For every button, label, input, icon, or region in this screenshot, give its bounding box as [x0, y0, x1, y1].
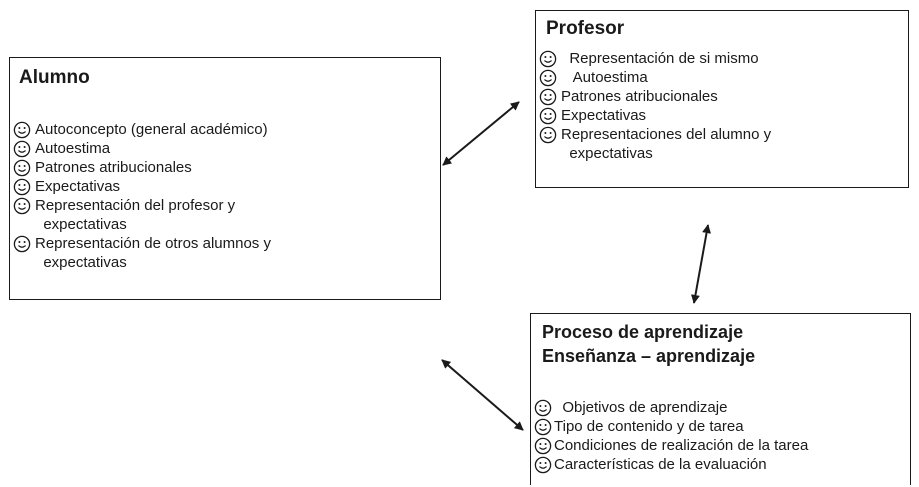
- item-text: Características de la evaluación: [554, 456, 767, 473]
- list-item: Representación del profesor y expectativ…: [13, 196, 271, 234]
- item-text: Representación del profesor y: [35, 197, 236, 214]
- list-item: Representaciones del alumno y expectativ…: [539, 125, 771, 163]
- list-item: Representación de si mismo: [539, 49, 771, 68]
- item-text: Objetivos de aprendizaje: [554, 399, 728, 416]
- alumno-title: Alumno: [19, 67, 90, 88]
- item-text: expectativas: [35, 216, 127, 233]
- list-item: Patrones atribucionales: [539, 87, 771, 106]
- smiley-icon: [13, 197, 31, 215]
- list-item: Características de la evaluación: [534, 455, 808, 474]
- item-text: Representación de si mismo: [561, 50, 759, 67]
- item-text: Autoestima: [35, 140, 111, 157]
- profesor-box: Profesor Representación de si mismo Auto…: [535, 10, 909, 188]
- smiley-icon: [13, 235, 31, 253]
- item-text: Autoconcepto (general académico): [35, 121, 268, 138]
- item-text: Representaciones del alumno y: [561, 126, 772, 143]
- list-item: Autoestima: [539, 68, 771, 87]
- smiley-icon: [534, 418, 552, 436]
- proceso-title-line1: Proceso de aprendizaje: [542, 322, 744, 342]
- smiley-icon: [13, 178, 31, 196]
- item-text: Patrones atribucionales: [561, 88, 718, 105]
- smiley-icon: [539, 69, 557, 87]
- smiley-icon: [534, 456, 552, 474]
- item-text: Representación de otros alumnos y: [35, 235, 271, 252]
- smiley-icon: [539, 107, 557, 125]
- list-item: Expectativas: [539, 106, 771, 125]
- list-item: Representación de otros alumnos y expect…: [13, 234, 271, 272]
- smiley-icon: [13, 121, 31, 139]
- arrow-profesor-proceso: [691, 224, 711, 304]
- smiley-icon: [539, 50, 557, 68]
- list-item: Tipo de contenido y de tarea: [534, 417, 808, 436]
- smiley-icon: [534, 399, 552, 417]
- item-text: Expectativas: [35, 178, 121, 195]
- item-text: Condiciones de realización de la tarea: [554, 437, 809, 454]
- item-text: expectativas: [35, 254, 127, 271]
- list-item: Autoconcepto (general académico): [13, 120, 271, 139]
- list-item: Patrones atribucionales: [13, 158, 271, 177]
- item-text: expectativas: [561, 145, 653, 162]
- list-item: Autoestima: [13, 139, 271, 158]
- smiley-icon: [539, 88, 557, 106]
- proceso-title-line2: Enseñanza – aprendizaje: [542, 346, 756, 366]
- list-item: Objetivos de aprendizaje: [534, 398, 808, 417]
- smiley-icon: [534, 437, 552, 455]
- alumno-box: Alumno Autoconcepto (general académico)A…: [9, 57, 441, 300]
- proceso-box: Proceso de aprendizaje Enseñanza – apren…: [530, 313, 911, 485]
- item-text: Autoestima: [561, 69, 648, 86]
- item-text: Tipo de contenido y de tarea: [554, 418, 744, 435]
- profesor-title: Profesor: [546, 18, 625, 39]
- item-text: Patrones atribucionales: [35, 159, 192, 176]
- list-item: Expectativas: [13, 177, 271, 196]
- arrow-alumno-profesor: [442, 101, 520, 166]
- smiley-icon: [13, 140, 31, 158]
- arrow-alumno-proceso: [441, 359, 524, 431]
- smiley-icon: [539, 126, 557, 144]
- alumno-item-list: Autoconcepto (general académico) Autoesti…: [13, 120, 271, 272]
- list-item: Condiciones de realización de la tarea: [534, 436, 808, 455]
- smiley-icon: [13, 159, 31, 177]
- proceso-title: Proceso de aprendizaje Enseñanza – apren…: [542, 320, 755, 368]
- item-text: Expectativas: [561, 107, 647, 124]
